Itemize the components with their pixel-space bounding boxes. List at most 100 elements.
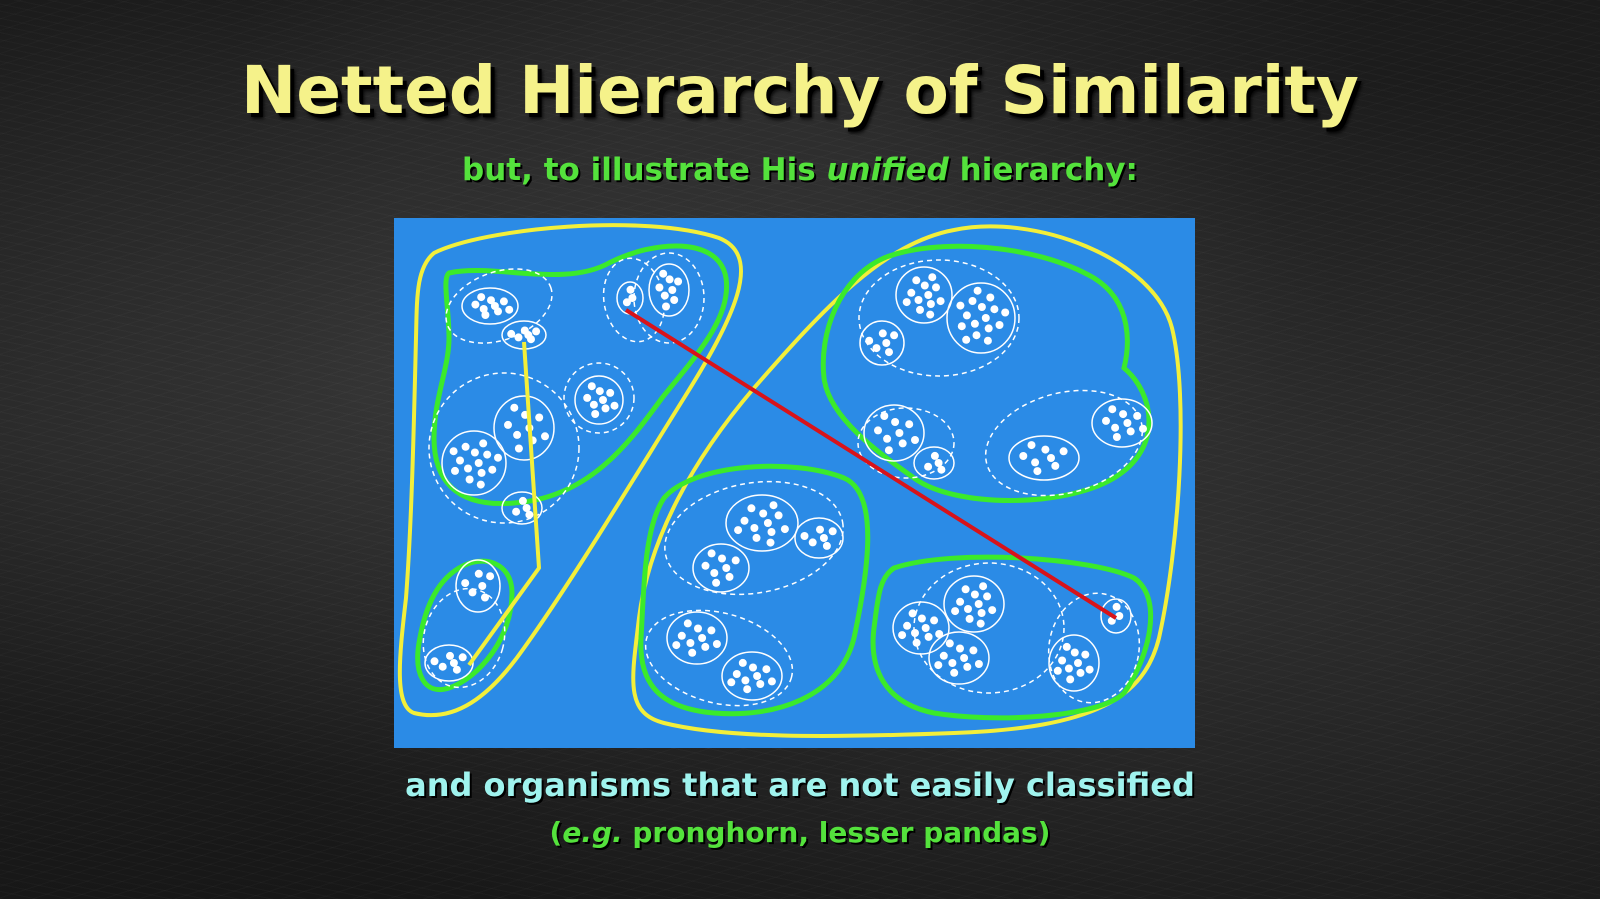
organism-dot <box>458 653 467 662</box>
organism-dot <box>665 275 674 284</box>
organism-dot <box>504 420 512 429</box>
organism-dot <box>808 538 817 547</box>
organism-dot <box>1102 416 1110 425</box>
organism-dot <box>872 344 881 353</box>
organism-dot <box>1047 454 1055 462</box>
links <box>467 308 1118 667</box>
organism-dot <box>937 465 946 474</box>
organism-dot <box>451 466 459 475</box>
organism-dot <box>674 277 683 286</box>
organism-dot <box>930 451 939 460</box>
dashed-subgroup <box>422 587 506 689</box>
organism-dot <box>963 662 972 671</box>
organism-dot <box>960 654 969 662</box>
organism-dot <box>626 285 635 294</box>
organism-dot <box>1064 664 1073 673</box>
dashed-subgroup <box>644 609 794 707</box>
organism-dot <box>934 661 943 670</box>
organism-dot <box>986 293 995 302</box>
species-cluster <box>725 494 799 552</box>
organism-dot <box>907 288 916 297</box>
organism-dot <box>474 569 483 578</box>
organism-dot <box>477 468 486 477</box>
organism-dot <box>1112 433 1121 441</box>
organism-dot <box>983 592 992 601</box>
organism-dot <box>514 444 523 453</box>
organism-dot <box>759 509 768 518</box>
species-cluster <box>455 559 501 613</box>
organism-dot <box>878 329 887 338</box>
organism-dot <box>995 321 1004 329</box>
organism-dot <box>741 676 750 685</box>
species-cluster <box>928 631 990 685</box>
mid-group-left-top <box>431 243 730 507</box>
organism-dot <box>732 670 741 678</box>
organism-dot <box>917 614 926 623</box>
organism-dot <box>712 578 721 587</box>
organism-dot <box>981 314 990 322</box>
organism-dot <box>924 291 933 299</box>
organism-dot <box>926 300 935 308</box>
organism-dot <box>934 459 943 467</box>
organism-dot <box>950 668 959 677</box>
organism-dot <box>505 305 514 314</box>
organism-dot <box>672 641 681 650</box>
organism-dot <box>976 619 985 628</box>
organism-dot <box>1085 665 1094 674</box>
organism-dot <box>988 606 997 615</box>
organism-dot <box>525 510 534 519</box>
organism-dot <box>902 298 911 307</box>
organism-dot <box>973 286 982 295</box>
species-cluster <box>666 611 728 665</box>
species-cluster <box>461 287 519 325</box>
organism-dot <box>1111 423 1120 432</box>
mid-group-left-bottom <box>415 558 515 692</box>
organism-dot <box>747 504 756 513</box>
organism-dot <box>974 600 983 608</box>
organism-dot <box>898 631 907 640</box>
hierarchy-diagram <box>394 218 1195 748</box>
organism-dot <box>461 442 470 451</box>
organism-dot <box>752 533 761 542</box>
organism-dot <box>822 541 831 550</box>
organism-dot <box>756 680 765 688</box>
organism-dot <box>769 501 778 510</box>
organism-dot <box>965 614 974 623</box>
organism-dot <box>677 631 686 640</box>
organism-dot <box>1051 461 1060 470</box>
organism-dot <box>983 336 992 345</box>
organism-dot <box>780 525 789 534</box>
mid-group-right-middle <box>638 463 871 717</box>
organism-dot <box>874 426 882 435</box>
organism-dot <box>470 448 479 457</box>
species-cluster <box>721 651 783 701</box>
organism-dot <box>865 336 874 345</box>
organism-dot <box>449 447 458 456</box>
organism-dot <box>1031 458 1040 467</box>
organism-dot <box>494 307 502 316</box>
organism-dot <box>763 519 772 527</box>
organism-dot <box>487 296 495 305</box>
slide-title: Netted Hierarchy of Similarity <box>241 52 1359 129</box>
organism-dot <box>951 607 960 616</box>
organism-dot <box>725 572 734 581</box>
organism-dot <box>452 665 461 674</box>
organism-dot <box>662 302 670 311</box>
species-cluster <box>1100 598 1132 634</box>
organism-dot <box>494 453 502 462</box>
organism-dot <box>471 300 480 309</box>
dashed-subgroup <box>857 407 955 479</box>
organism-dot <box>926 310 935 319</box>
organism-dot <box>939 651 948 660</box>
organism-dot <box>1126 427 1135 436</box>
organism-dot <box>1001 308 1010 317</box>
organism-dot <box>1066 675 1075 684</box>
organism-dot <box>507 329 516 338</box>
organism-dot <box>655 283 664 292</box>
species-cluster <box>943 575 1005 633</box>
organism-dot <box>456 456 464 465</box>
organism-dot <box>956 301 965 310</box>
organism-dot <box>930 616 939 625</box>
organism-dot <box>465 475 474 484</box>
note-text: pronghorn, lesser pandas) <box>622 816 1051 849</box>
